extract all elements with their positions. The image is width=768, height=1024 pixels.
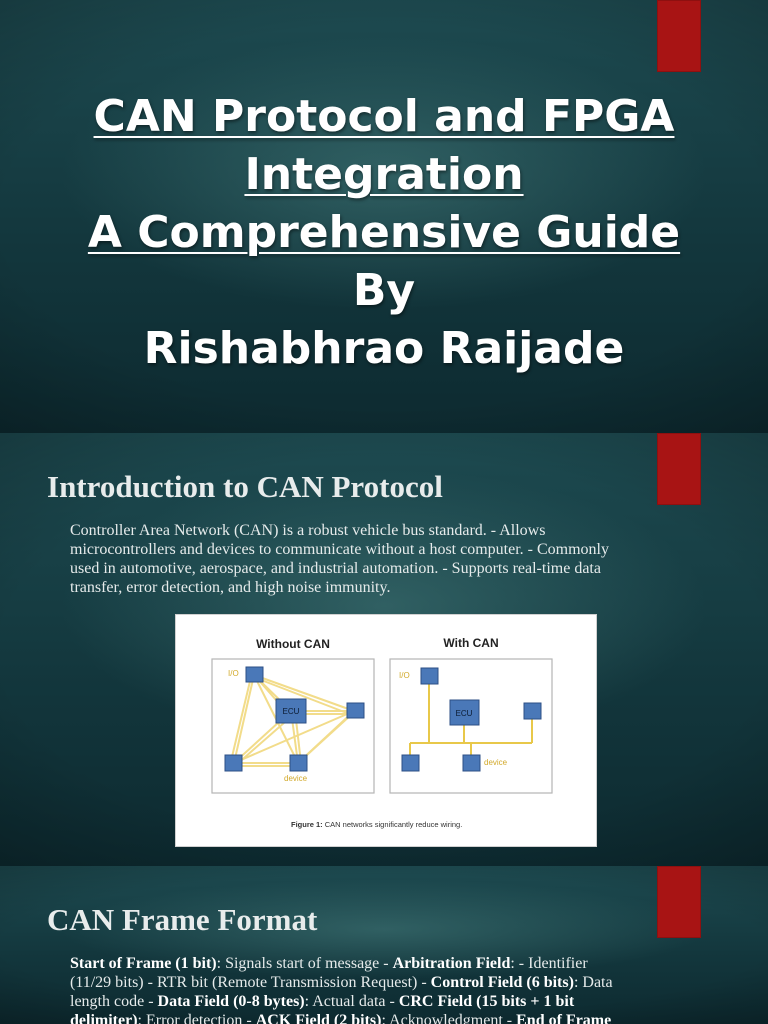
slide-body: Start of Frame (1 bit): Signals start of… (70, 954, 626, 1024)
field-control: Control Field (6 bits) (430, 974, 574, 991)
field-desc: : - Identifier (11/29 bits) - RTR bit (R… (70, 955, 588, 991)
ecu-label: ECU (283, 707, 300, 716)
left-nodes (224, 666, 365, 772)
title-slide: CAN Protocol and FPGA Integration A Comp… (0, 0, 768, 433)
figure-caption: Figure 1: CAN networks significantly red… (291, 820, 462, 829)
node-bottom-left-can (401, 754, 420, 772)
title-line-1: CAN Protocol and FPGA (93, 91, 675, 142)
field-start-of-frame: Start of Frame (1 bit) (70, 955, 217, 972)
slide-heading: CAN Frame Format (47, 902, 318, 937)
node-bottom (289, 754, 308, 772)
intro-slide: Introduction to CAN Protocol Controller … (0, 433, 768, 866)
io-label: I/O (228, 669, 239, 678)
author-name: Rishabhrao Raijade (143, 323, 625, 374)
accent-bar (657, 433, 701, 505)
can-diagram: Without CAN With CAN (211, 636, 553, 829)
caption-bold: Figure 1: (291, 820, 323, 829)
io-node-can (420, 667, 439, 685)
ecu-node-can (449, 699, 480, 726)
slide-body: Controller Area Network (CAN) is a robus… (70, 522, 609, 596)
slide-heading: Introduction to CAN Protocol (47, 469, 443, 504)
field-desc: : Acknowledgment - (381, 1012, 517, 1024)
title-line-3: A Comprehensive Guide (87, 207, 681, 258)
accent-bar (657, 0, 701, 72)
field-arbitration: Arbitration Field (392, 955, 511, 972)
title-line-2: Integration (244, 149, 524, 200)
device-label-can: device (484, 758, 508, 767)
can-diagram-figure: Without CAN With CAN (176, 615, 596, 846)
title-block: CAN Protocol and FPGA Integration A Comp… (0, 88, 768, 378)
field-data: Data Field (0-8 bytes) (157, 993, 305, 1010)
field-desc: : Signals start of message - (216, 955, 393, 972)
field-crc: CRC Field (15 bits + 1 bit delimiter) (70, 993, 575, 1024)
field-desc: : Error detection - (137, 1012, 256, 1024)
field-desc: : Actual data - (304, 993, 399, 1010)
with-can-title: With CAN (443, 636, 498, 650)
field-desc: : Data length code - (70, 974, 613, 1010)
io-node (245, 666, 264, 683)
node-right-can (523, 702, 542, 720)
caption-text: CAN networks significantly reduce wiring… (323, 820, 463, 829)
field-end-of-frame: End of Frame (516, 1012, 612, 1024)
without-can-title: Without CAN (256, 637, 330, 651)
node-bottom-left (224, 754, 243, 772)
device-label: device (284, 774, 308, 783)
frame-format-slide: CAN Frame Format Start of Frame (1 bit):… (0, 866, 768, 1024)
right-nodes (401, 667, 542, 772)
accent-bar (657, 866, 701, 938)
ecu-node (275, 698, 307, 724)
with-can-panel (389, 658, 553, 794)
node-bottom-can (462, 754, 481, 772)
by-label: By (352, 265, 416, 316)
ecu-label-can: ECU (456, 709, 473, 718)
field-ack: ACK Field (2 bits) (255, 1012, 382, 1024)
io-label-can: I/O (399, 671, 410, 680)
node-right (346, 702, 365, 719)
